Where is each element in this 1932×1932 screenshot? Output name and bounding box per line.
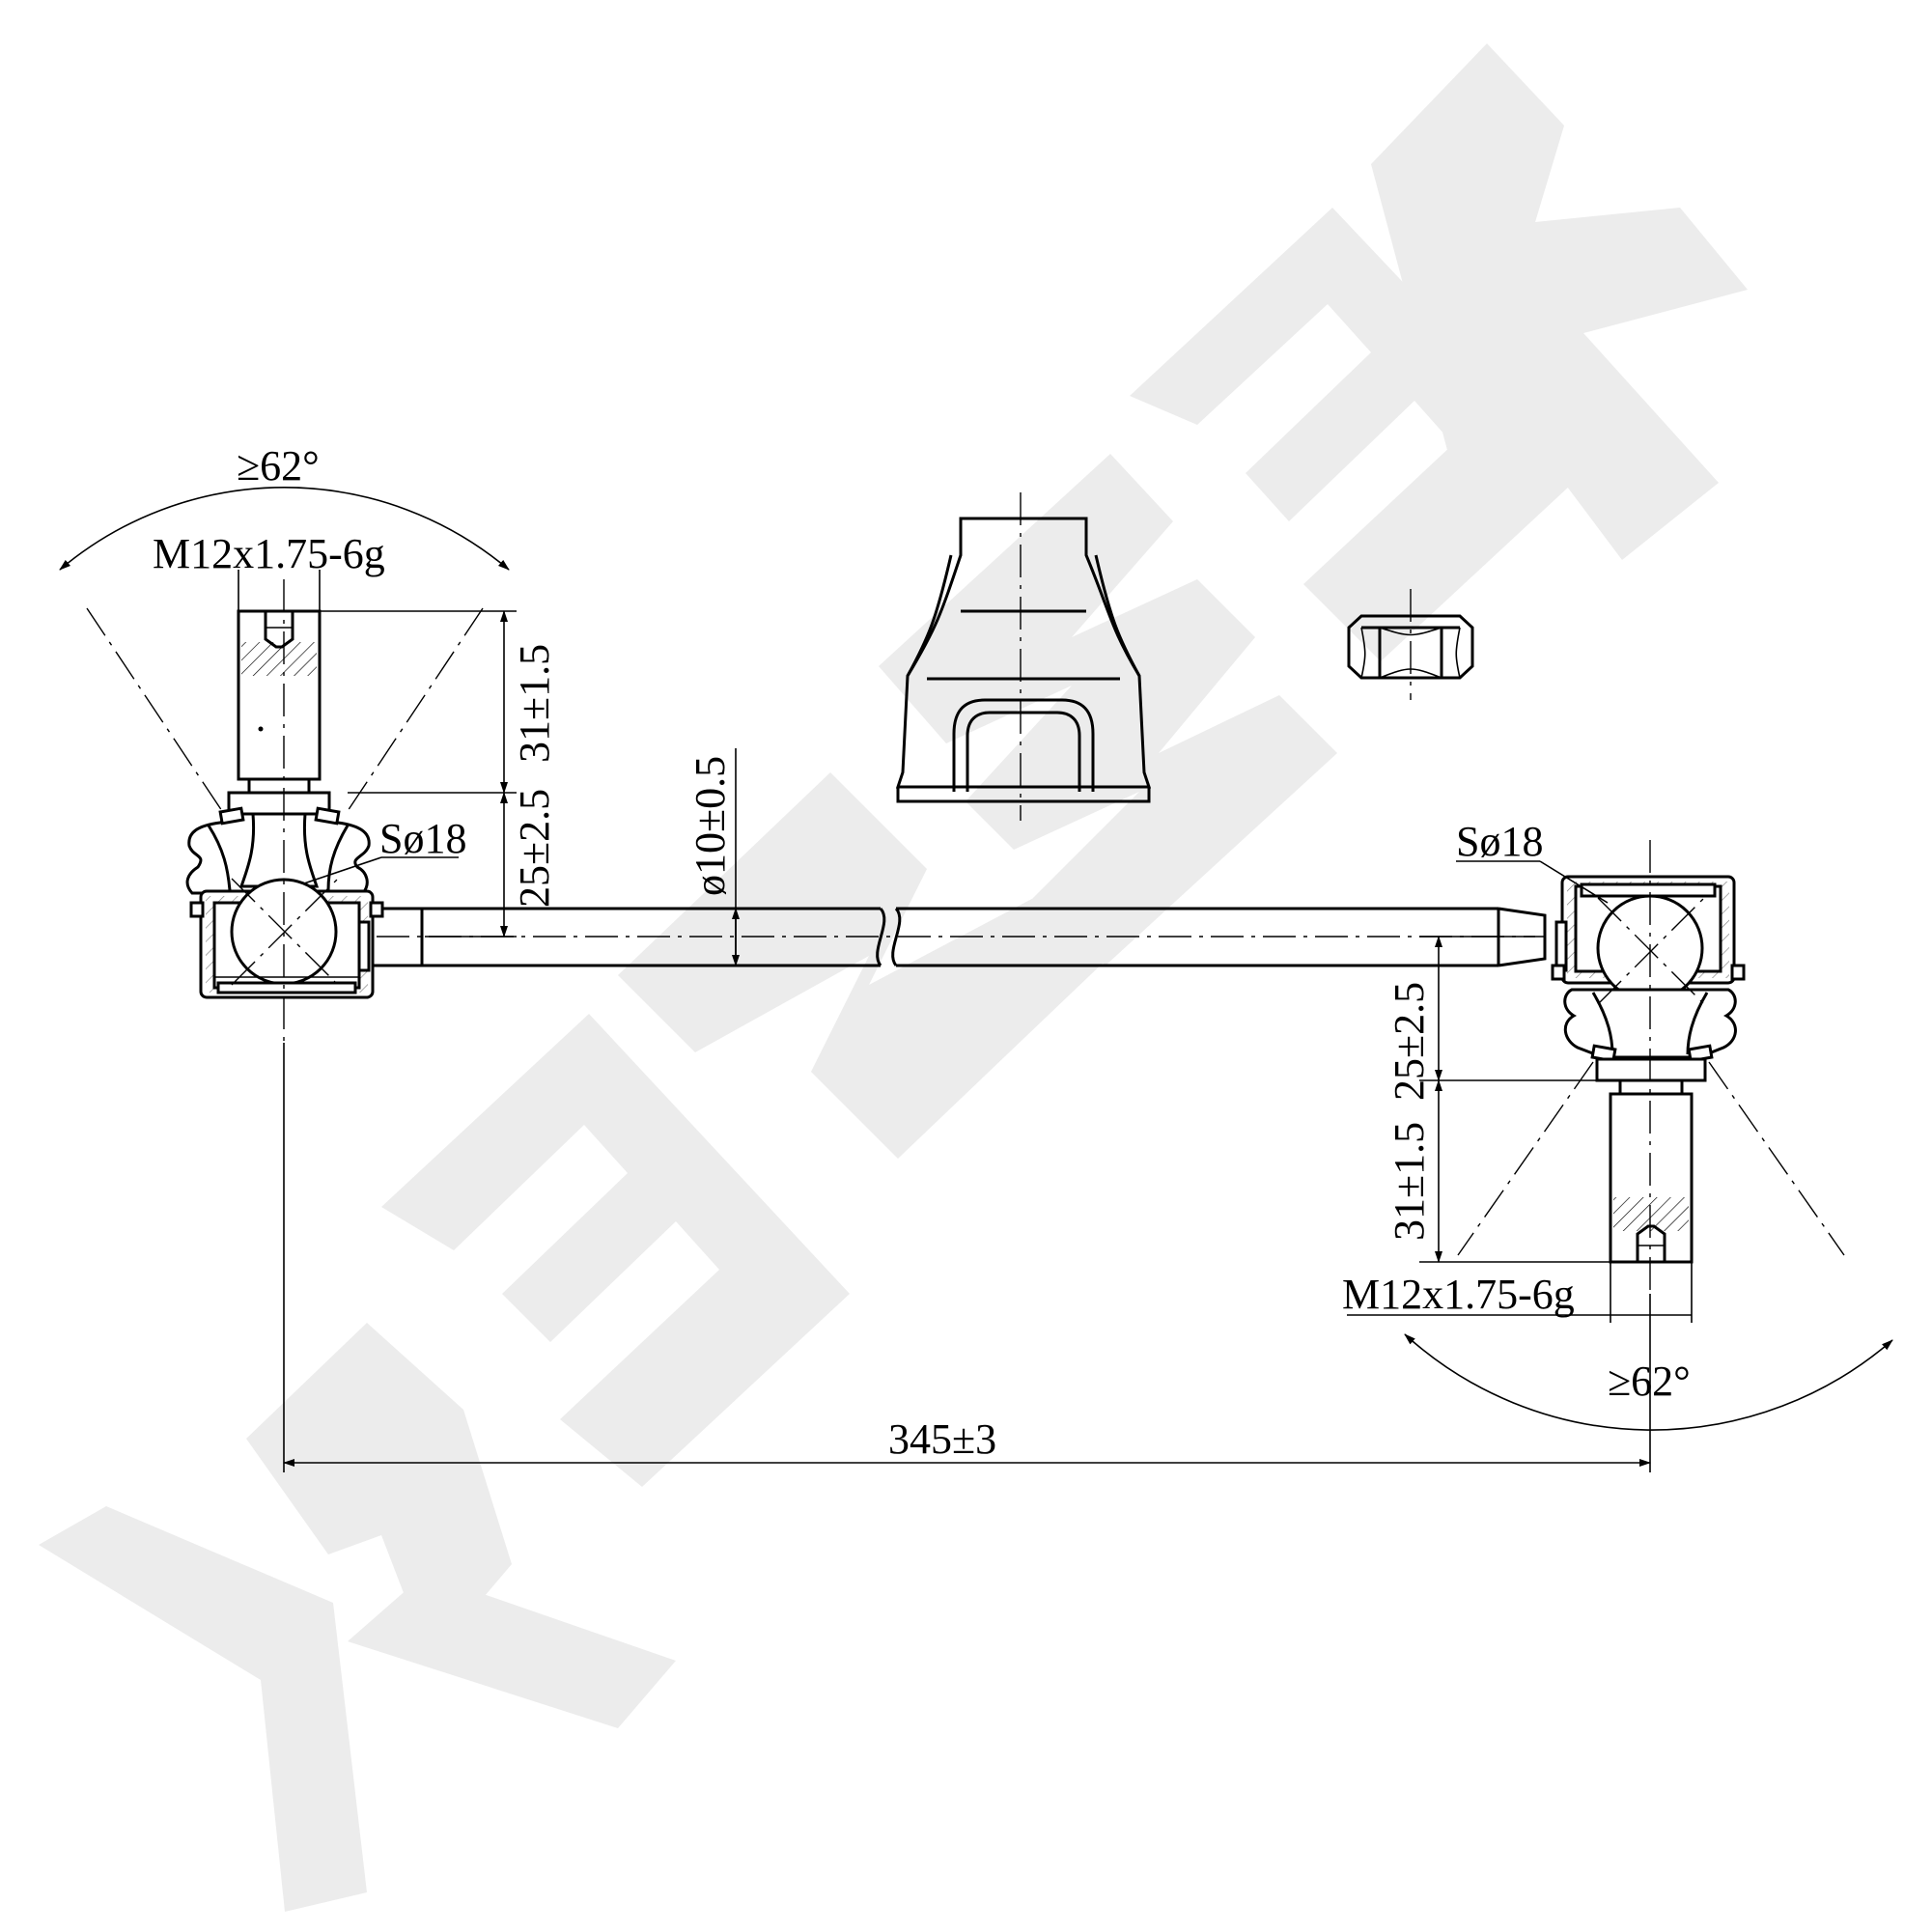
watermark-letter-w — [879, 454, 1337, 966]
watermark-letter-z-2 — [348, 1574, 676, 1728]
watermark-letter-z — [246, 1323, 512, 1661]
watermark-letter-k — [1371, 43, 1748, 560]
right-height-label: 25±2.5 — [1386, 982, 1433, 1101]
left-height-label: 25±2.5 — [511, 789, 558, 908]
watermark-letter-e-2 — [1130, 208, 1583, 661]
stabilizer-rod — [360, 907, 1547, 967]
watermark-chevron — [39, 1506, 367, 1912]
left-thread-label: M12x1.75-6g — [153, 530, 385, 577]
rod-diameter-label: ø10±0.5 — [686, 756, 734, 896]
right-stud-length-label: 31±1.5 — [1386, 1122, 1433, 1241]
left-ball-joint — [86, 579, 484, 1043]
watermark-letter-e — [381, 1014, 850, 1487]
right-stud — [1609, 1092, 1694, 1264]
right-ball-label: Sø18 — [1456, 818, 1543, 865]
left-stud-length-label: 31±1.5 — [511, 644, 558, 763]
right-ball-joint — [1457, 840, 1845, 1294]
left-stud — [237, 609, 322, 781]
dimension-lines — [59, 487, 1893, 1472]
left-angle-label: ≥62° — [237, 442, 320, 490]
right-angle-label: ≥62° — [1608, 1358, 1691, 1405]
right-thread-label: M12x1.75-6g — [1342, 1271, 1575, 1318]
mounting-bracket — [895, 492, 1152, 821]
overall-length-label: 345±3 — [888, 1415, 996, 1463]
left-ball-label: Sø18 — [379, 815, 466, 862]
hex-nut — [1347, 589, 1474, 700]
